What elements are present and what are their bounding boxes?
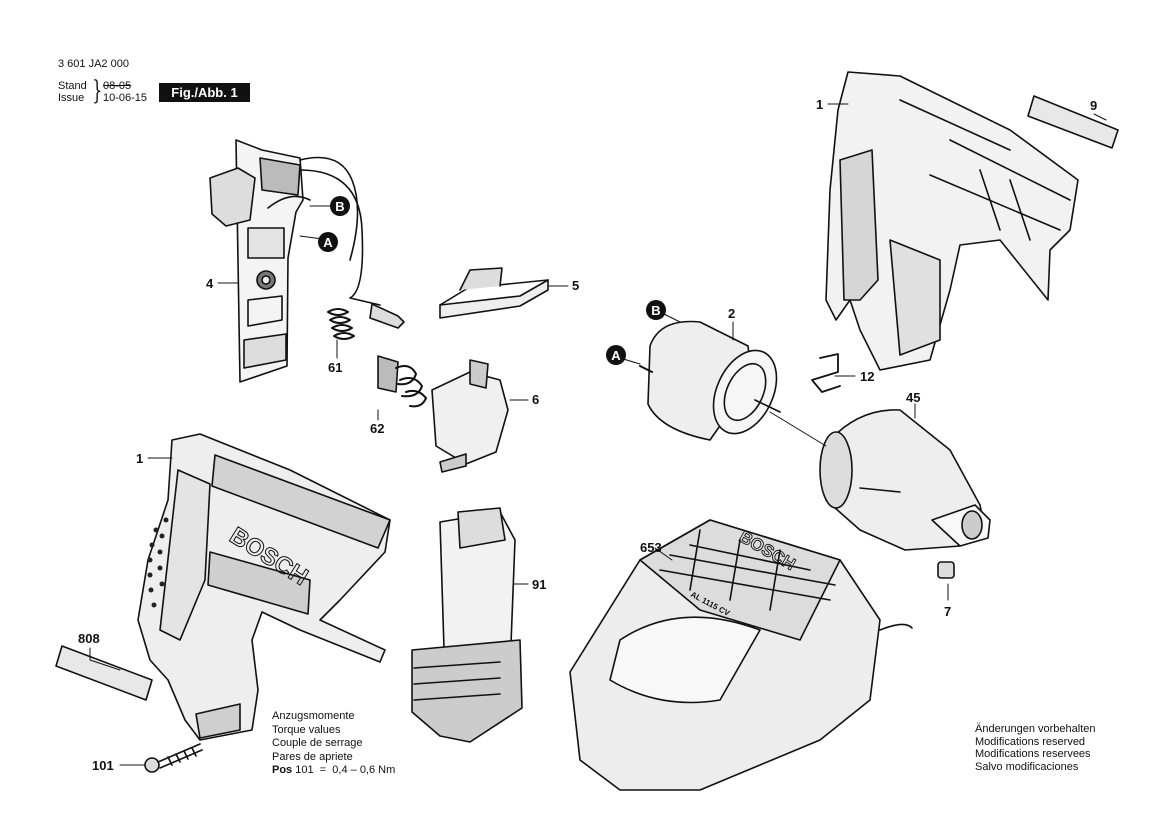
callout-a-motor: A xyxy=(606,345,626,365)
part-number-7: 7 xyxy=(944,604,951,619)
charger-part xyxy=(569,519,913,791)
torque-note: Anzugsmomente Torque values Couple de se… xyxy=(272,710,395,778)
part-number-808: 808 xyxy=(78,631,100,646)
callout-b-motor: B xyxy=(646,300,666,320)
brace-symbol: } xyxy=(92,76,103,106)
torque-range: 0,4 – 0,6 Nm xyxy=(332,764,396,776)
part-number-9: 9 xyxy=(1090,98,1097,113)
document-number: 3 601 JA2 000 xyxy=(58,58,129,70)
stand-label: Stand xyxy=(58,80,87,92)
changes-line-es: Salvo modificaciones xyxy=(975,760,1079,773)
changes-line-en: Modifications reserved xyxy=(975,735,1086,748)
gearbox-part xyxy=(819,409,991,551)
torque-line-en: Torque values xyxy=(272,723,341,736)
torque-line-de: Anzugsmomente xyxy=(272,710,355,722)
torque-pos-label: Pos xyxy=(272,764,293,776)
callout-b-board-label: B xyxy=(335,199,344,214)
battery-part xyxy=(411,507,523,743)
part-number-101: 101 xyxy=(92,758,114,773)
part-number-2: 2 xyxy=(728,306,735,321)
part-number-91: 91 xyxy=(532,577,546,592)
torque-pos-line: Pos 101 = 0,4 – 0,6 Nm xyxy=(272,764,395,778)
issue-label: Issue xyxy=(58,92,85,104)
slide-part xyxy=(439,267,549,319)
part-number-1-left: 1 xyxy=(136,451,143,466)
stand-date: 08-05 xyxy=(103,80,132,92)
cover-part xyxy=(431,359,509,473)
spring-part xyxy=(327,308,355,340)
issue-date: 10-06-15 xyxy=(103,92,148,104)
part-number-1-right: 1 xyxy=(816,97,823,112)
callout-a-board-label: A xyxy=(323,235,333,250)
torque-equals: = xyxy=(319,764,327,776)
part-number-61: 61 xyxy=(328,360,342,375)
torque-pos-value: 101 xyxy=(295,764,314,776)
part-number-6: 6 xyxy=(532,392,539,407)
screw-part xyxy=(144,743,203,773)
torque-line-es: Pares de apriete xyxy=(272,750,353,763)
switch-board-part xyxy=(209,139,381,383)
part-number-5: 5 xyxy=(572,278,579,293)
figure-label: Fig./Abb. 1 xyxy=(159,83,250,102)
changes-line-fr: Modifications reservees xyxy=(975,748,1091,760)
part-number-12: 12 xyxy=(860,369,874,384)
part-number-4: 4 xyxy=(206,276,214,291)
torque-line-fr: Couple de serrage xyxy=(272,737,363,749)
part-number-653: 653 xyxy=(640,540,662,555)
part-number-62: 62 xyxy=(370,421,384,436)
grommet-part xyxy=(377,355,427,408)
changes-note: Änderungen vorbehalten Modifications res… xyxy=(975,723,1095,773)
callout-b-board: B xyxy=(330,196,350,216)
callout-a-board: A xyxy=(318,232,338,252)
housing-right-part xyxy=(825,71,1079,371)
changes-line-de: Änderungen vorbehalten xyxy=(975,723,1096,735)
part-number-45: 45 xyxy=(906,390,920,405)
motor-part xyxy=(639,320,781,441)
housing-left-part xyxy=(137,433,391,741)
callout-b-motor-label: B xyxy=(651,303,660,318)
callout-a-motor-label: A xyxy=(611,348,621,363)
